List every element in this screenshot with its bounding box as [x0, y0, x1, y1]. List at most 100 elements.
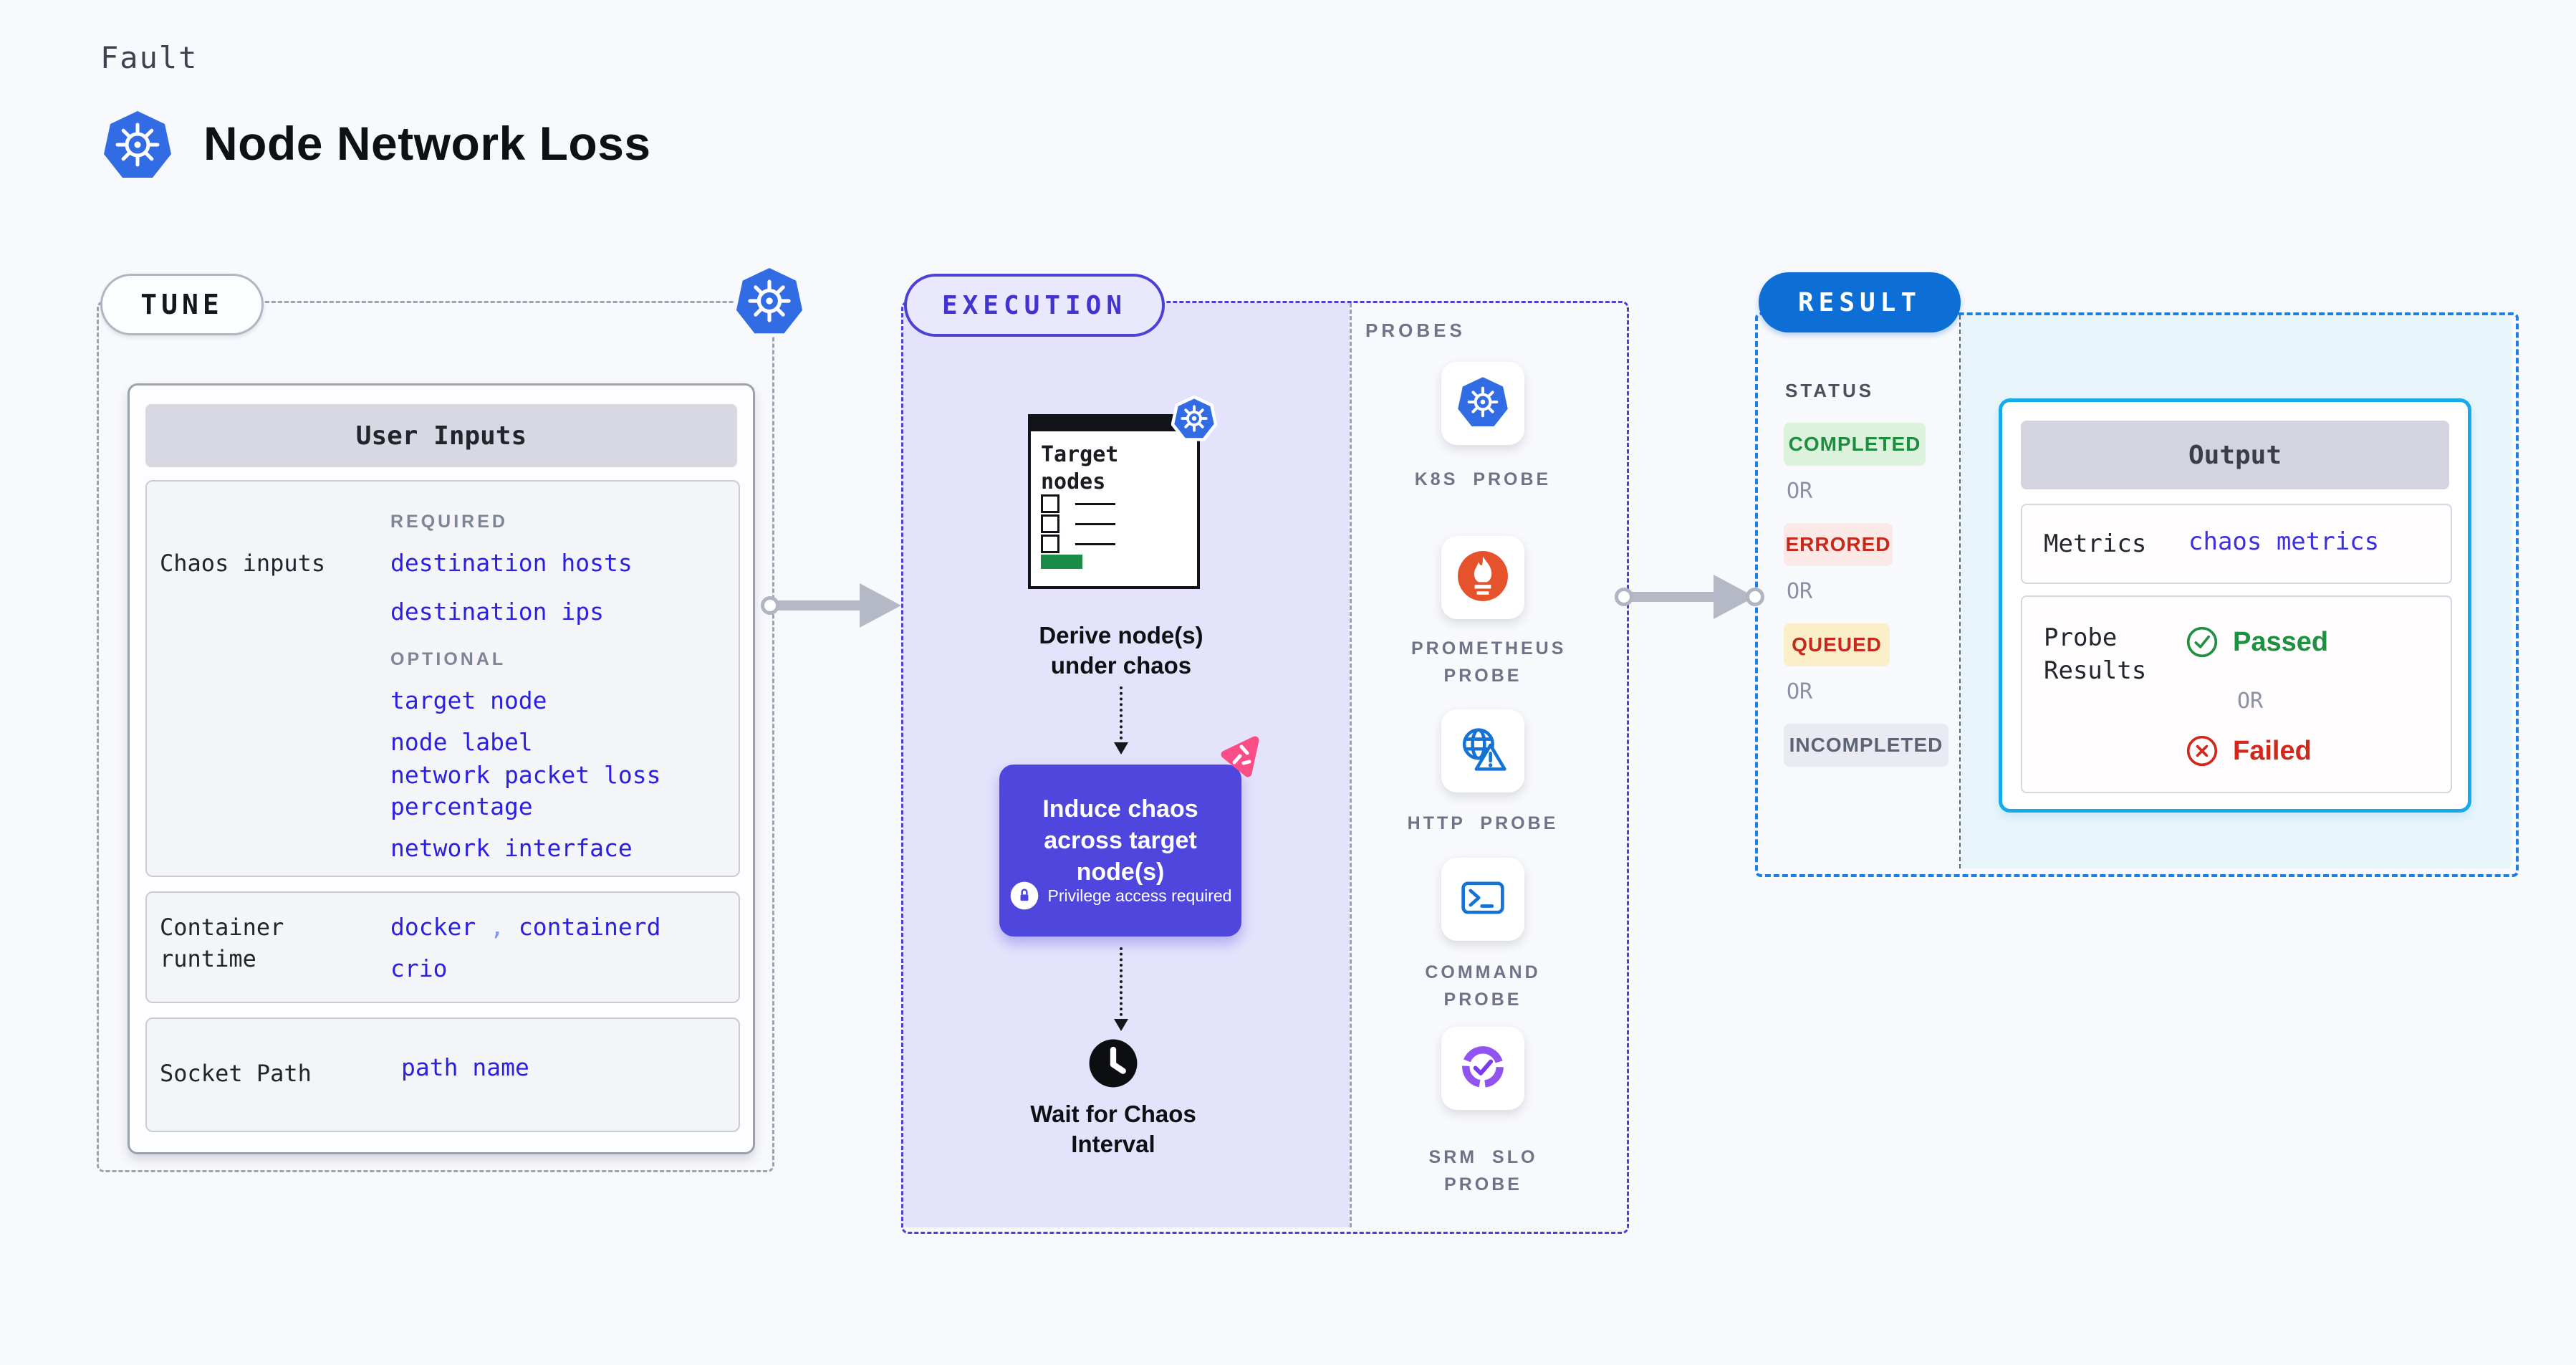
- kubernetes-icon: [1171, 395, 1218, 441]
- chaos-pinwheel-icon: [1217, 736, 1261, 779]
- container-runtime-label: Container runtime: [160, 914, 284, 972]
- required-field: destination ips: [390, 598, 605, 626]
- connector-circle: [761, 596, 779, 615]
- line: [1075, 522, 1115, 525]
- status-output-divider: [1959, 315, 1961, 868]
- metrics-value: chaos metrics: [2188, 527, 2380, 556]
- kubernetes-icon: [732, 264, 807, 338]
- srm-slo-probe-label: SRM SLO PROBE: [1428, 1147, 1538, 1194]
- connector-circle: [1615, 588, 1633, 606]
- status-label: STATUS: [1785, 380, 1875, 401]
- or-label: OR: [1787, 479, 1813, 504]
- connector-arrowhead: [860, 583, 901, 628]
- container-runtime-section: Container runtime docker , containerd cr…: [145, 891, 740, 1003]
- connector-arrow: [1628, 592, 1715, 602]
- k8s-probe-tile: [1441, 362, 1524, 445]
- optional-field: node label: [390, 728, 533, 756]
- x-circle-icon: [2186, 734, 2219, 767]
- probe-results-row: Probe Results Passed OR Failed: [2021, 595, 2452, 793]
- line: [1075, 502, 1115, 505]
- execution-pill: EXECUTION: [904, 274, 1165, 337]
- socket-path-label: Socket Path: [160, 1060, 312, 1087]
- container-runtime-values: docker , containerd: [390, 911, 661, 943]
- execution-section-frame: [901, 301, 1629, 1234]
- optional-field: network packet loss percentage: [390, 761, 661, 820]
- kubernetes-icon: [102, 109, 173, 181]
- status-badge-queued: QUEUED: [1784, 623, 1890, 666]
- checkbox-icon: [1041, 535, 1059, 553]
- prometheus-probe-label: PROMETHEUS PROBE: [1411, 638, 1567, 686]
- green-button: [1041, 555, 1082, 569]
- optional-group-label: OPTIONAL: [390, 649, 506, 669]
- checkbox-icon: [1041, 514, 1059, 533]
- privilege-row: Privilege access required: [999, 881, 1241, 911]
- window-bar: [1028, 414, 1200, 431]
- prometheus-probe-tile: [1441, 536, 1524, 619]
- tune-section-frame: [97, 301, 774, 1172]
- http-probe-label: HTTP PROBE: [1407, 813, 1559, 833]
- user-inputs-card: User Inputs Chaos inputs REQUIRED destin…: [128, 383, 755, 1154]
- page-title: Node Network Loss: [203, 117, 651, 170]
- http-probe-tile: [1441, 709, 1524, 792]
- node-checkbox-row: [1041, 494, 1115, 513]
- user-inputs-header: User Inputs: [145, 404, 737, 467]
- status-badge-completed: COMPLETED: [1784, 423, 1926, 466]
- check-circle-icon: [2186, 626, 2219, 658]
- socket-path-value: path name: [401, 1053, 529, 1081]
- or-label: OR: [1787, 579, 1813, 604]
- result-pill: RESULT: [1759, 272, 1961, 332]
- dotted-arrow: [1120, 947, 1123, 1016]
- probe-results-label: Probe Results: [2044, 623, 2147, 685]
- status-badge-errored: ERRORED: [1784, 523, 1893, 566]
- prometheus-icon: [1456, 549, 1510, 607]
- output-card: Output Metrics chaos metrics Probe Resul…: [1999, 398, 2471, 813]
- status-badge-incompleted: INCOMPLETED: [1784, 724, 1948, 767]
- chaos-inputs-section: Chaos inputs REQUIRED destination hosts …: [145, 480, 740, 877]
- terminal-icon: [1457, 872, 1509, 927]
- metrics-row: Metrics chaos metrics: [2021, 504, 2452, 584]
- connector-circle: [1746, 588, 1764, 606]
- output-header: Output: [2021, 421, 2449, 489]
- k8s-probe-label: K8S PROBE: [1414, 469, 1552, 489]
- clock-icon: [1086, 1036, 1140, 1091]
- command-probe-label: COMMAND PROBE: [1425, 962, 1541, 1010]
- fault-kicker: Fault: [100, 40, 198, 75]
- wait-step-label: Wait for Chaos Interval: [1030, 1101, 1196, 1157]
- target-nodes-title: Target nodes: [1041, 442, 1119, 494]
- or-label: OR: [1787, 679, 1813, 704]
- execution-probes-divider: [1350, 303, 1352, 1227]
- chaos-inputs-label: Chaos inputs: [160, 550, 326, 577]
- optional-field: network interface: [390, 834, 633, 862]
- kubernetes-icon: [1456, 375, 1509, 432]
- tune-pill: TUNE: [100, 274, 264, 335]
- failed-label: Failed: [2233, 736, 2312, 766]
- required-field: destination hosts: [390, 549, 633, 577]
- derive-step-label: Derive node(s) under chaos: [1039, 622, 1203, 679]
- privilege-note: Privilege access required: [1047, 886, 1232, 905]
- optional-field: target node: [390, 686, 547, 714]
- node-checkbox-row: [1041, 514, 1115, 533]
- induce-chaos-node: Induce chaos across target node(s) Privi…: [999, 736, 1259, 937]
- metrics-label: Metrics: [2044, 530, 2147, 558]
- induce-step-label: Induce chaos across target node(s): [1042, 795, 1198, 886]
- dotted-arrow: [1120, 686, 1123, 739]
- or-label: OR: [2237, 689, 2264, 714]
- gauge-check-icon: [1456, 1040, 1509, 1097]
- runtime-containerd: containerd: [518, 913, 661, 941]
- runtime-docker: docker: [390, 913, 476, 941]
- socket-path-section: Socket Path path name: [145, 1017, 740, 1132]
- command-probe-tile: [1441, 858, 1524, 941]
- line: [1075, 542, 1115, 545]
- checkbox-icon: [1041, 494, 1059, 513]
- runtime-separator: ,: [490, 913, 504, 941]
- dotted-arrowhead: [1114, 742, 1128, 755]
- connector-arrow: [774, 600, 861, 610]
- srm-slo-probe-tile: [1441, 1027, 1524, 1110]
- lock-icon: [1009, 881, 1039, 911]
- target-nodes-illustration: Target nodes: [1028, 395, 1218, 589]
- runtime-crio: crio: [390, 954, 448, 982]
- node-checkbox-row: [1041, 535, 1115, 553]
- dotted-arrowhead: [1114, 1019, 1128, 1031]
- probes-label: PROBES: [1365, 320, 1466, 341]
- passed-label: Passed: [2233, 627, 2329, 657]
